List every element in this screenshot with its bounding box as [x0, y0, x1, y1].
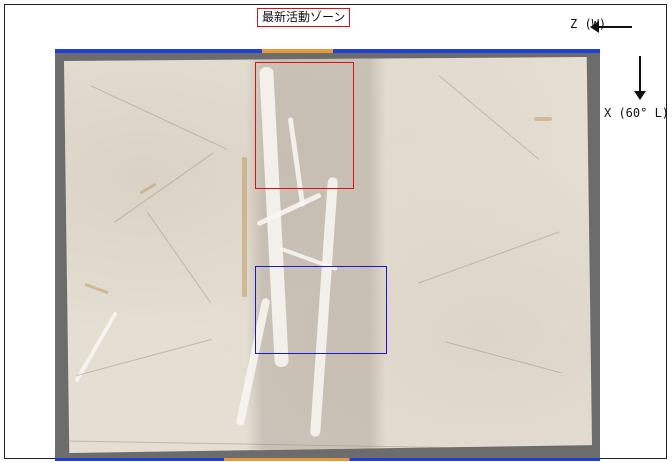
- hairline-crack: [90, 85, 228, 150]
- white-vein: [74, 311, 118, 383]
- hairline-crack: [147, 212, 211, 303]
- arrow-down-icon: [634, 56, 646, 100]
- figure-title: 最新活動ゾーン: [257, 8, 351, 27]
- x-axis-label: X (60° L): [604, 106, 670, 120]
- iron-stain: [242, 157, 247, 297]
- z-axis-label: Z (W): [570, 17, 607, 31]
- slab-bottom-edge-marker: [55, 458, 600, 461]
- iron-stain: [84, 282, 109, 295]
- highlight-box-blue: [255, 266, 387, 354]
- hairline-crack: [418, 231, 560, 284]
- rock-slab-surface: [64, 57, 592, 453]
- hairline-crack: [114, 152, 214, 223]
- hairline-crack: [445, 341, 563, 374]
- arrow-left-icon: [590, 21, 632, 33]
- hairline-crack: [438, 75, 540, 160]
- rock-slab-photo: [55, 49, 600, 461]
- slab-top-edge-marker: [55, 49, 600, 53]
- iron-stain: [534, 117, 552, 121]
- highlight-box-red: [255, 62, 354, 189]
